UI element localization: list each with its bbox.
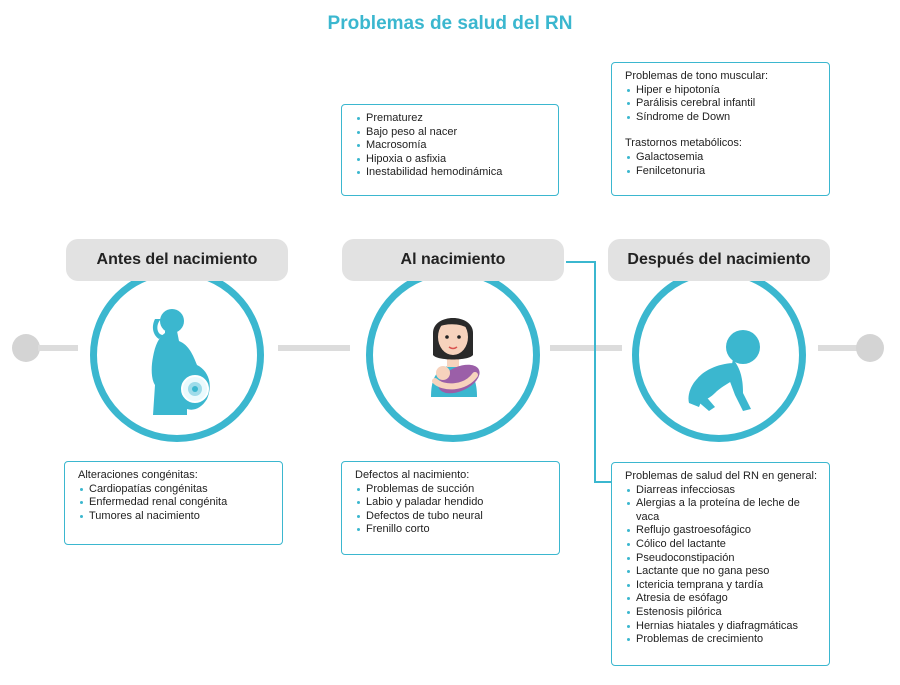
list-item: Estenosis pilórica	[625, 606, 819, 620]
stage-al-label: Al nacimiento	[342, 239, 564, 281]
connector-line	[594, 481, 612, 483]
list-item: Macrosomía	[355, 139, 548, 153]
list-item: Parálisis cerebral infantil	[625, 97, 819, 111]
list-item: Galactosemia	[625, 151, 819, 165]
list-item: Cólico del lactante	[625, 538, 819, 552]
list-item: Problemas de crecimiento	[625, 633, 819, 647]
box-header: Alteraciones congénitas:	[78, 469, 198, 481]
list-item: Defectos de tubo neural	[355, 510, 549, 524]
timeline-segment	[38, 345, 78, 351]
despues-general-box: Problemas de salud del RN en general: Di…	[611, 462, 830, 666]
list-item: Labio y paladar hendido	[355, 496, 549, 510]
list-item: Prematurez	[355, 112, 548, 126]
list-item: Frenillo corto	[355, 523, 549, 537]
list-item: Síndrome de Down	[625, 111, 819, 125]
connector-line	[566, 261, 596, 263]
despues-top-box: Problemas de tono muscular: Hiper e hipo…	[611, 62, 830, 196]
box-header: Defectos al nacimiento:	[355, 469, 470, 481]
list-item: Inestabilidad hemodinámica	[355, 166, 548, 180]
timeline-end-cap	[856, 334, 884, 362]
timeline-start-cap	[12, 334, 40, 362]
list-item: Tumores al nacimiento	[78, 510, 272, 524]
stage-despues-label: Después del nacimiento	[608, 239, 830, 281]
stage-despues-circle	[632, 268, 806, 442]
box-header: Problemas de tono muscular:	[625, 70, 769, 82]
pregnant-woman-icon	[151, 309, 210, 415]
list-item: Pseudoconstipación	[625, 552, 819, 566]
stage-antes-label: Antes del nacimiento	[66, 239, 288, 281]
mother-with-baby-icon	[431, 318, 480, 397]
page-title: Problemas de salud del RN	[327, 13, 573, 34]
list-item: Cardiopatías congénitas	[78, 483, 272, 497]
al-nacimiento-top-list: Prematurez Bajo peso al nacer Macrosomía…	[355, 112, 548, 180]
stage-antes-circle	[90, 268, 264, 442]
list-item: Fenilcetonuria	[625, 165, 819, 179]
list-item: Hipoxia o asfixia	[355, 153, 548, 167]
timeline-segment	[278, 345, 350, 351]
list-item: Lactante que no gana peso	[625, 565, 819, 579]
al-nacimiento-bottom-list: Problemas de succión Labio y paladar hen…	[355, 483, 549, 537]
list-item: Ictericia temprana y tardía	[625, 579, 819, 593]
timeline-segment	[550, 345, 622, 351]
list-item: Problemas de succión	[355, 483, 549, 497]
antes-nacimiento-box: Alteraciones congénitas: Cardiopatías co…	[64, 461, 283, 545]
al-nacimiento-top-box: Prematurez Bajo peso al nacer Macrosomía…	[341, 104, 559, 196]
list-item: Atresia de esófago	[625, 592, 819, 606]
box-header: Problemas de salud del RN en general:	[625, 470, 818, 482]
despues-top-list-1: Hiper e hipotonía Parálisis cerebral inf…	[625, 84, 819, 125]
list-item: Enfermedad renal congénita	[78, 496, 272, 510]
connector-line	[594, 261, 596, 483]
list-item: Bajo peso al nacer	[355, 126, 548, 140]
list-item: Alergias a la proteína de leche de vaca	[625, 497, 819, 524]
antes-list: Cardiopatías congénitas Enfermedad renal…	[78, 483, 272, 524]
list-item: Reflujo gastroesofágico	[625, 524, 819, 538]
list-item: Hiper e hipotonía	[625, 84, 819, 98]
al-nacimiento-bottom-box: Defectos al nacimiento: Problemas de suc…	[341, 461, 560, 555]
list-item: Hernias hiatales y diafragmáticas	[625, 620, 819, 634]
despues-top-list-2: Galactosemia Fenilcetonuria	[625, 151, 819, 178]
crawling-baby-icon	[688, 330, 760, 411]
timeline-segment	[818, 345, 864, 351]
box-header: Trastornos metabólicos:	[625, 137, 742, 150]
stage-al-circle	[366, 268, 540, 442]
list-item: Diarreas infecciosas	[625, 484, 819, 498]
despues-general-list: Diarreas infecciosas Alergias a la prote…	[625, 484, 819, 647]
